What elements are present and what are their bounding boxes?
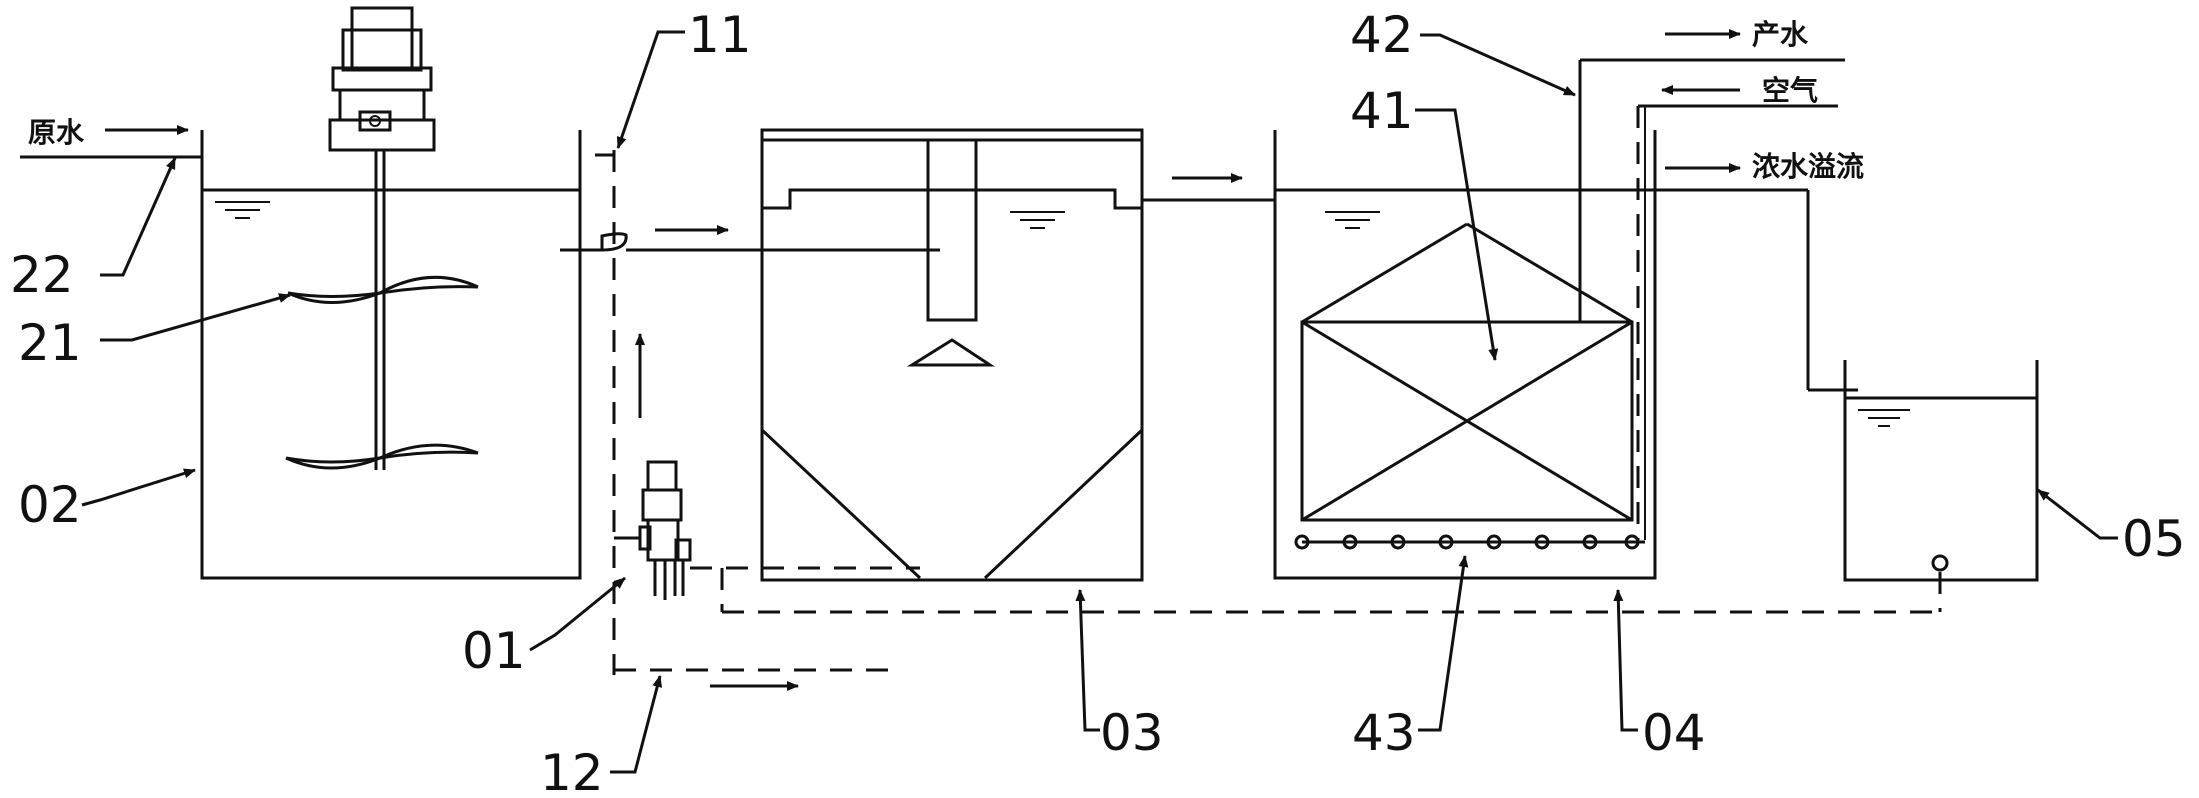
agitator-shaft-and-impellers [285, 150, 479, 470]
product-water-pipe-42 [1578, 58, 1845, 322]
membrane-module-41 [1300, 222, 1634, 522]
callout-43: 43 [1352, 704, 1416, 762]
callout-04: 04 [1642, 704, 1706, 762]
concentrate-tank-05 [1843, 360, 2039, 582]
return-pipe [720, 568, 1942, 614]
air-pipe [1636, 104, 1838, 540]
callout-01: 01 [462, 622, 526, 680]
flow-arrows [105, 29, 1741, 691]
callout-11: 11 [688, 6, 752, 64]
sedimentation-tank-03 [760, 128, 1275, 582]
callout-03: 03 [1100, 704, 1164, 762]
callout-42: 42 [1350, 6, 1414, 64]
callout-02: 02 [18, 476, 82, 534]
inlet-pipe-11 [560, 150, 940, 675]
product-water-label: 产水 [1752, 18, 1809, 51]
air-label: 空气 [1762, 74, 1818, 107]
raw-water-label: 原水 [28, 116, 85, 149]
concentrate-overflow-label: 浓水溢流 [1752, 150, 1864, 183]
water-level-symbol [1858, 409, 1910, 427]
callout-41: 41 [1350, 82, 1414, 140]
mixing-tank-02 [20, 130, 582, 580]
agitator-motor [328, 6, 436, 152]
leader-lines [81, 30, 2118, 774]
callout-05: 05 [2122, 510, 2186, 568]
water-level-symbol [215, 201, 270, 219]
callout-21: 21 [18, 314, 82, 372]
water-level-symbol [1010, 211, 1065, 229]
lift-pump-01 [614, 460, 920, 600]
membrane-tank-04 [1273, 130, 1858, 580]
aerator-43 [1294, 534, 1645, 550]
callout-22: 22 [10, 246, 74, 304]
water-level-symbol [1325, 211, 1380, 229]
callout-12: 12 [540, 744, 604, 798]
